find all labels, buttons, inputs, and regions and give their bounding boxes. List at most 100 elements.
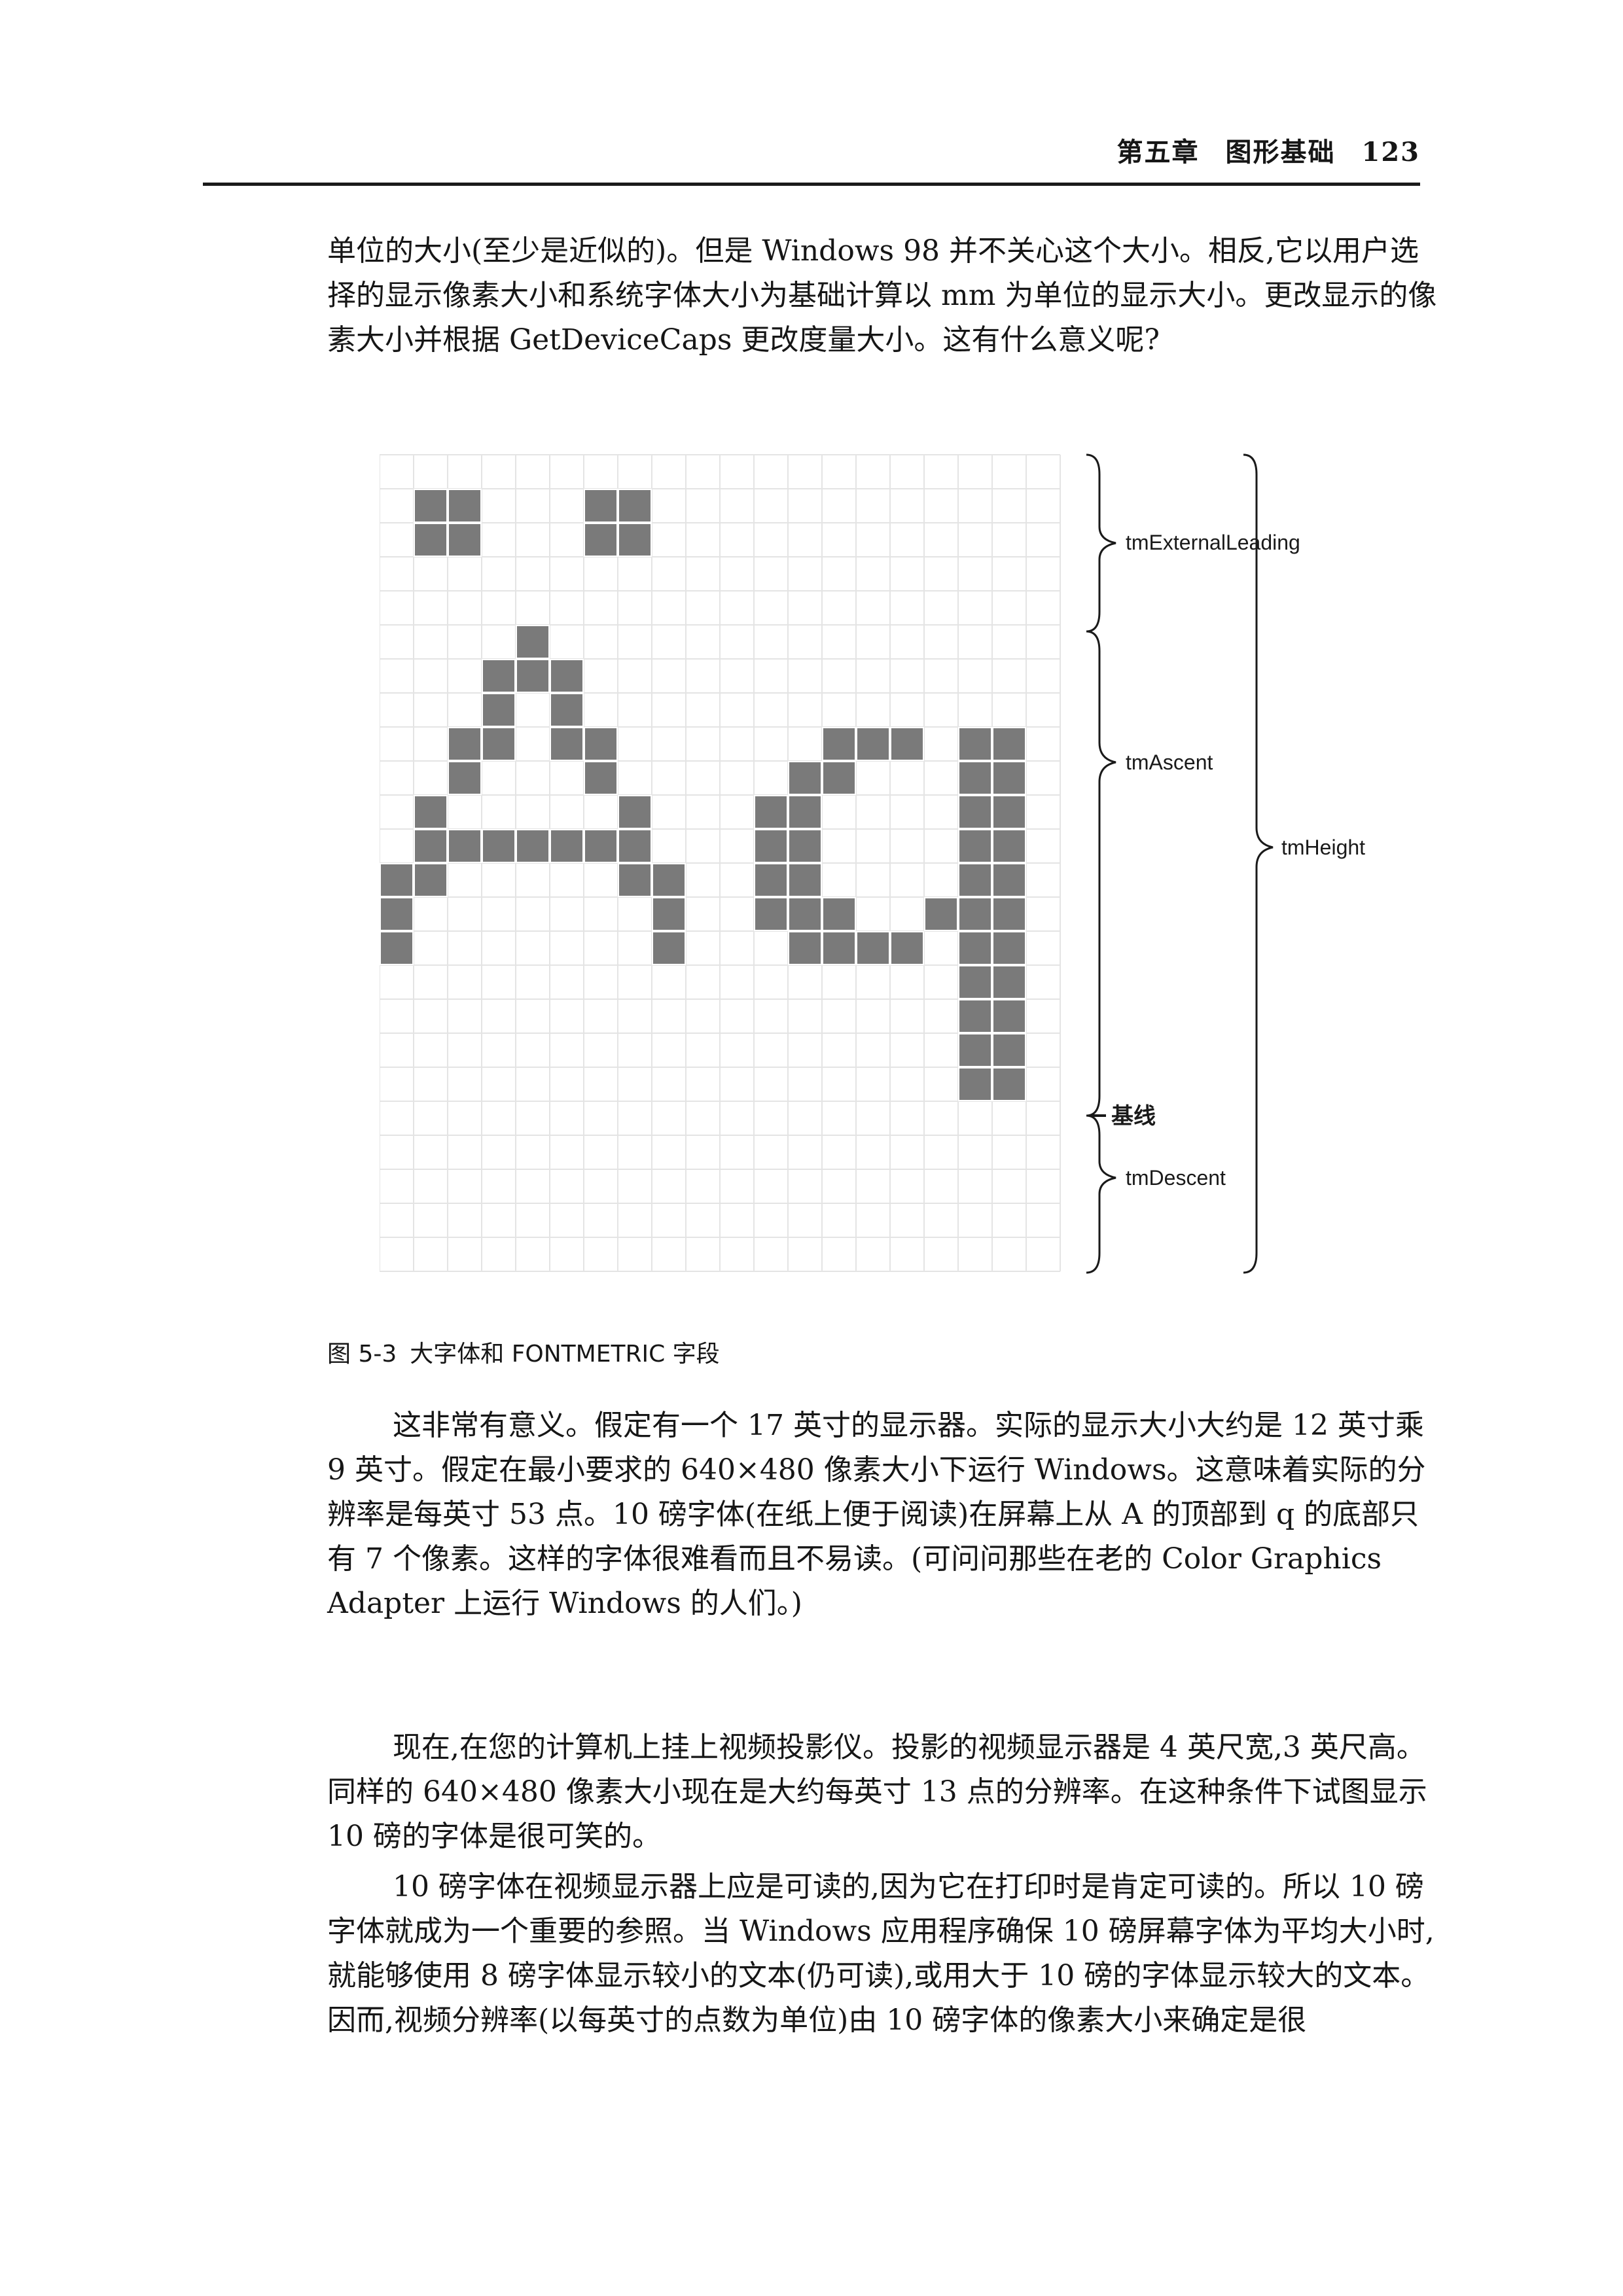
label-tm-height: tmHeight (1281, 836, 1365, 859)
glyph-pixel (550, 693, 584, 727)
glyph-pixel (448, 727, 482, 761)
brace-height (1243, 453, 1274, 1274)
glyph-pixel (482, 727, 516, 761)
label-tm-descent: tmDescent (1126, 1166, 1226, 1190)
glyph-pixel (788, 897, 822, 931)
glyph-pixel (652, 863, 686, 897)
glyph-pixel (584, 727, 618, 761)
glyph-pixel (550, 727, 584, 761)
glyph-pixel (958, 931, 992, 965)
glyph-pixel (958, 999, 992, 1033)
glyph-pixel (788, 795, 822, 829)
glyph-pixel (788, 829, 822, 863)
glyph-pixel (958, 727, 992, 761)
figure-title: 大字体和 FONTMETRIC 字段 (410, 1341, 720, 1368)
glyph-pixel (380, 931, 414, 965)
glyph-pixel (856, 931, 890, 965)
body-paragraph-3: 10 磅字体在视频显示器上应是可读的,因为它在打印时是肯定可读的。所以 10 磅… (327, 1870, 1435, 2037)
header-rule (203, 183, 1420, 186)
glyph-pixel (584, 761, 618, 795)
brace-external-leading (1086, 453, 1116, 633)
glyph-pixel (958, 761, 992, 795)
glyph-pixel (482, 829, 516, 863)
brace-ascent (1086, 630, 1116, 1117)
glyph-pixel (992, 931, 1026, 965)
glyph-pixel (890, 931, 924, 965)
label-tm-external-leading: tmExternalLeading (1126, 531, 1300, 554)
glyph-pixel (992, 1033, 1026, 1067)
glyph-pixel (516, 659, 550, 693)
glyph-pixel (618, 863, 652, 897)
glyph-pixel (924, 897, 958, 931)
glyph-pixel (516, 829, 550, 863)
glyph-pixel (992, 1067, 1026, 1101)
glyph-pixel (958, 829, 992, 863)
glyph-pixel (448, 761, 482, 795)
glyph-pixels-Aq (380, 489, 1026, 1101)
glyph-pixel (584, 489, 618, 523)
chapter-title: 第五章 (1116, 137, 1200, 168)
font-metrics-figure: tmExternalLeading tmAscent tmHeight 基线 t… (379, 435, 1400, 1292)
glyph-pixel (992, 863, 1026, 897)
glyph-pixel (618, 795, 652, 829)
glyph-pixel (618, 489, 652, 523)
glyph-pixel (482, 693, 516, 727)
glyph-pixel (380, 897, 414, 931)
font-metrics-diagram: tmExternalLeading tmAscent tmHeight 基线 t… (379, 453, 1365, 1274)
glyph-pixel (958, 795, 992, 829)
glyph-pixel (448, 829, 482, 863)
body-paragraph-1: 这非常有意义。假定有一个 17 英寸的显示器。实际的显示大小大约是 12 英寸乘… (327, 1409, 1426, 1620)
glyph-pixel (788, 863, 822, 897)
figure-caption: 图 5-3 大字体和 FONTMETRIC 字段 (327, 1335, 720, 1369)
glyph-pixel (822, 897, 856, 931)
glyph-pixel (550, 659, 584, 693)
glyph-pixel (958, 863, 992, 897)
glyph-pixel (992, 829, 1026, 863)
glyph-pixel (992, 761, 1026, 795)
glyph-pixel (618, 523, 652, 557)
page-number: 123 (1361, 137, 1420, 168)
glyph-pixel (584, 523, 618, 557)
section-title: 图形基础 (1225, 137, 1336, 168)
glyph-pixel (958, 1033, 992, 1067)
glyph-pixel (788, 931, 822, 965)
glyph-pixel (414, 829, 448, 863)
glyph-pixel (992, 897, 1026, 931)
glyph-pixel (618, 829, 652, 863)
glyph-pixel (856, 727, 890, 761)
glyph-pixel (992, 727, 1026, 761)
glyph-pixel (958, 1067, 992, 1101)
top-paragraph: 单位的大小(至少是近似的)。但是 Windows 98 并不关心这个大小。相反,… (327, 234, 1437, 357)
glyph-pixel (516, 625, 550, 659)
glyph-pixel (584, 829, 618, 863)
glyph-pixel (482, 659, 516, 693)
glyph-pixel (414, 489, 448, 523)
brace-descent (1086, 1114, 1116, 1274)
metric-braces (1086, 453, 1274, 1274)
figure-number: 图 5-3 (327, 1341, 397, 1368)
glyph-pixel (754, 863, 788, 897)
glyph-pixel (958, 965, 992, 999)
running-header: 第五章图形基础 123 (203, 131, 1420, 186)
glyph-pixel (992, 999, 1026, 1033)
glyph-pixel (652, 931, 686, 965)
header-text: 第五章图形基础 123 (1091, 131, 1421, 169)
glyph-pixel (448, 489, 482, 523)
glyph-pixel (788, 761, 822, 795)
glyph-pixel (380, 863, 414, 897)
glyph-pixel (754, 897, 788, 931)
body-paragraph-2: 现在,在您的计算机上挂上视频投影仪。投影的视频显示器是 4 英尺宽,3 英尺高。… (327, 1731, 1427, 1853)
glyph-pixel (754, 829, 788, 863)
glyph-pixel (414, 795, 448, 829)
glyph-pixel (822, 727, 856, 761)
glyph-pixel (890, 727, 924, 761)
glyph-pixel (992, 795, 1026, 829)
glyph-pixel (414, 863, 448, 897)
glyph-pixel (448, 523, 482, 557)
label-tm-ascent: tmAscent (1126, 751, 1213, 774)
glyph-pixel (822, 931, 856, 965)
glyph-pixel (992, 965, 1026, 999)
label-baseline: 基线 (1111, 1104, 1156, 1129)
glyph-pixel (550, 829, 584, 863)
glyph-pixel (958, 897, 992, 931)
